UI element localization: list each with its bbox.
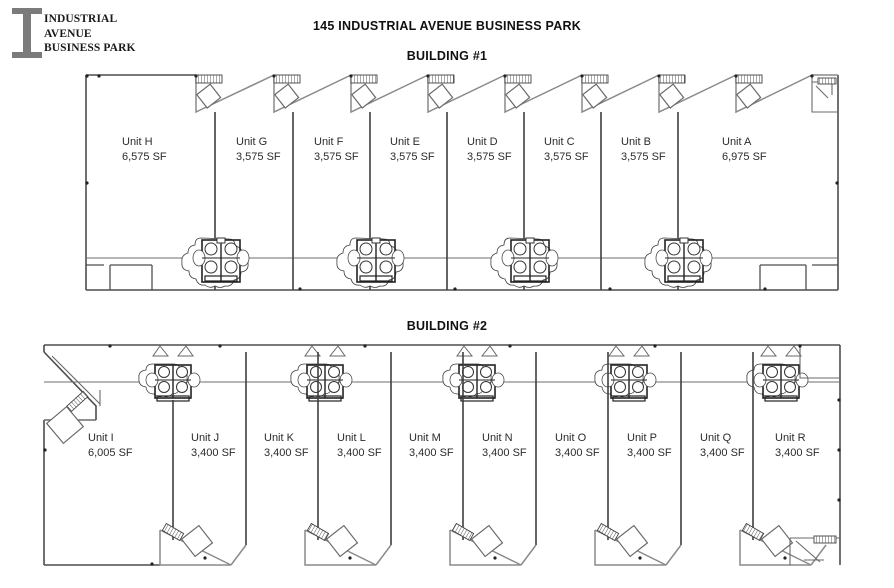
unit-label-l: Unit L 3,400 SF — [337, 431, 382, 460]
unit-name: Unit L — [337, 432, 366, 444]
unit-label-b: Unit B 3,575 SF — [621, 135, 666, 164]
restroom-core — [336, 237, 405, 289]
unit-label-a: Unit A 6,975 SF — [722, 135, 767, 164]
unit-name: Unit F — [314, 136, 344, 148]
unit-area: 3,400 SF — [555, 446, 600, 459]
unit-label-i: Unit I 6,005 SF — [88, 431, 133, 460]
unit-area: 3,575 SF — [236, 150, 281, 163]
i-beam-logo-icon — [12, 8, 42, 58]
unit-label-j: Unit J 3,400 SF — [191, 431, 236, 460]
unit-name: Unit O — [555, 432, 587, 444]
unit-area: 3,400 SF — [337, 446, 382, 459]
unit-label-f: Unit F 3,575 SF — [314, 135, 359, 164]
unit-label-n: Unit N 3,400 SF — [482, 431, 527, 460]
unit-label-h: Unit H 6,575 SF — [122, 135, 167, 164]
unit-label-p: Unit P 3,400 SF — [627, 431, 672, 460]
restroom-core — [290, 363, 353, 402]
unit-label-q: Unit Q 3,400 SF — [700, 431, 745, 460]
unit-name: Unit I — [88, 432, 114, 444]
unit-name: Unit C — [544, 136, 575, 148]
unit-name: Unit M — [409, 432, 441, 444]
unit-label-k: Unit K 3,400 SF — [264, 431, 309, 460]
logo-text: INDUSTRIAL AVENUE BUSINESS PARK — [44, 12, 136, 56]
unit-label-o: Unit O 3,400 SF — [555, 431, 600, 460]
unit-name: Unit H — [122, 136, 153, 148]
unit-name: Unit J — [191, 432, 220, 444]
unit-name: Unit K — [264, 432, 294, 444]
unit-label-m: Unit M 3,400 SF — [409, 431, 454, 460]
restroom-core — [746, 363, 809, 402]
unit-area: 3,575 SF — [544, 150, 589, 163]
logo-line-1: INDUSTRIAL — [44, 13, 118, 25]
unit-area: 3,575 SF — [314, 150, 359, 163]
building-1-plan — [85, 74, 839, 291]
unit-area: 3,575 SF — [467, 150, 512, 163]
restroom-core — [181, 237, 250, 289]
logo-line-3: BUSINESS PARK — [44, 42, 136, 54]
restroom-core — [138, 363, 201, 402]
unit-label-r: Unit R 3,400 SF — [775, 431, 820, 460]
unit-name: Unit N — [482, 432, 513, 444]
unit-name: Unit P — [627, 432, 657, 444]
restroom-core — [594, 363, 657, 402]
unit-name: Unit D — [467, 136, 498, 148]
unit-area: 3,400 SF — [409, 446, 454, 459]
unit-name: Unit Q — [700, 432, 732, 444]
restroom-core — [644, 237, 713, 289]
restroom-core — [442, 363, 505, 402]
unit-area: 3,400 SF — [775, 446, 820, 459]
unit-area: 3,400 SF — [482, 446, 527, 459]
unit-area: 3,575 SF — [621, 150, 666, 163]
building-2-title: BUILDING #2 — [406, 319, 488, 333]
unit-label-c: Unit C 3,575 SF — [544, 135, 589, 164]
unit-area: 6,575 SF — [122, 150, 167, 163]
building-1-title: BUILDING #1 — [406, 49, 488, 63]
building-2-plan — [43, 344, 841, 566]
unit-area: 6,005 SF — [88, 446, 133, 459]
unit-area: 3,400 SF — [191, 446, 236, 459]
site-logo: INDUSTRIAL AVENUE BUSINESS PARK — [12, 8, 162, 60]
unit-name: Unit B — [621, 136, 651, 148]
unit-area: 3,400 SF — [700, 446, 745, 459]
unit-area: 3,400 SF — [264, 446, 309, 459]
unit-label-d: Unit D 3,575 SF — [467, 135, 512, 164]
unit-area: 3,400 SF — [627, 446, 672, 459]
unit-name: Unit A — [722, 136, 752, 148]
unit-name: Unit E — [390, 136, 420, 148]
restroom-core — [490, 237, 559, 289]
page-title: 145 INDUSTRIAL AVENUE BUSINESS PARK — [312, 19, 582, 33]
unit-name: Unit R — [775, 432, 806, 444]
logo-line-2: AVENUE — [44, 27, 92, 40]
unit-name: Unit G — [236, 136, 268, 148]
unit-area: 3,575 SF — [390, 150, 435, 163]
unit-label-g: Unit G 3,575 SF — [236, 135, 281, 164]
unit-label-e: Unit E 3,575 SF — [390, 135, 435, 164]
unit-area: 6,975 SF — [722, 150, 767, 163]
